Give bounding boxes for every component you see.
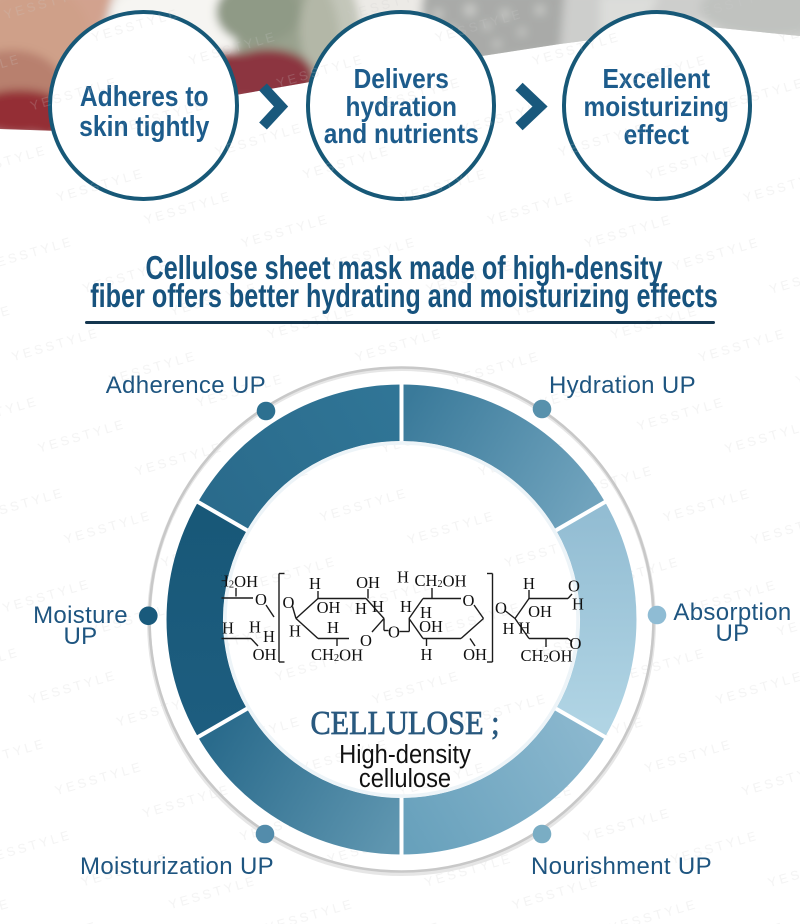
svg-text:CH2OH: CH2OH [414, 571, 466, 590]
svg-text:H: H [327, 618, 339, 637]
svg-text:H: H [289, 622, 301, 641]
svg-text:OH: OH [317, 598, 341, 617]
svg-text:O: O [360, 631, 372, 650]
svg-text:CH2OH: CH2OH [520, 646, 572, 665]
svg-text:H: H [519, 619, 531, 638]
svg-text:H: H [249, 618, 261, 637]
svg-text:OH: OH [528, 602, 552, 621]
svg-text:OH: OH [463, 645, 487, 664]
svg-text:O: O [283, 593, 295, 612]
svg-text:H: H [503, 619, 515, 638]
svg-text:H: H [222, 619, 234, 638]
svg-text:O: O [463, 591, 475, 610]
svg-text:O: O [255, 590, 267, 609]
svg-text:CH2OH: CH2OH [311, 645, 363, 664]
svg-text:H: H [400, 597, 412, 616]
svg-text:H: H [355, 599, 367, 618]
svg-text:H: H [572, 595, 584, 614]
svg-text:OH: OH [253, 645, 277, 664]
svg-text:OH: OH [419, 617, 443, 636]
svg-text:O: O [570, 634, 582, 653]
svg-text:O: O [495, 598, 507, 617]
svg-text:H: H [372, 597, 384, 616]
svg-text:H: H [420, 603, 432, 622]
svg-text:O: O [568, 577, 580, 596]
svg-text:OH: OH [356, 573, 380, 592]
svg-text:H: H [263, 627, 275, 646]
svg-text:H: H [523, 574, 535, 593]
svg-text:H: H [397, 568, 409, 587]
svg-text:O: O [388, 623, 400, 642]
svg-text:H: H [309, 574, 321, 593]
svg-text:H: H [421, 645, 433, 664]
